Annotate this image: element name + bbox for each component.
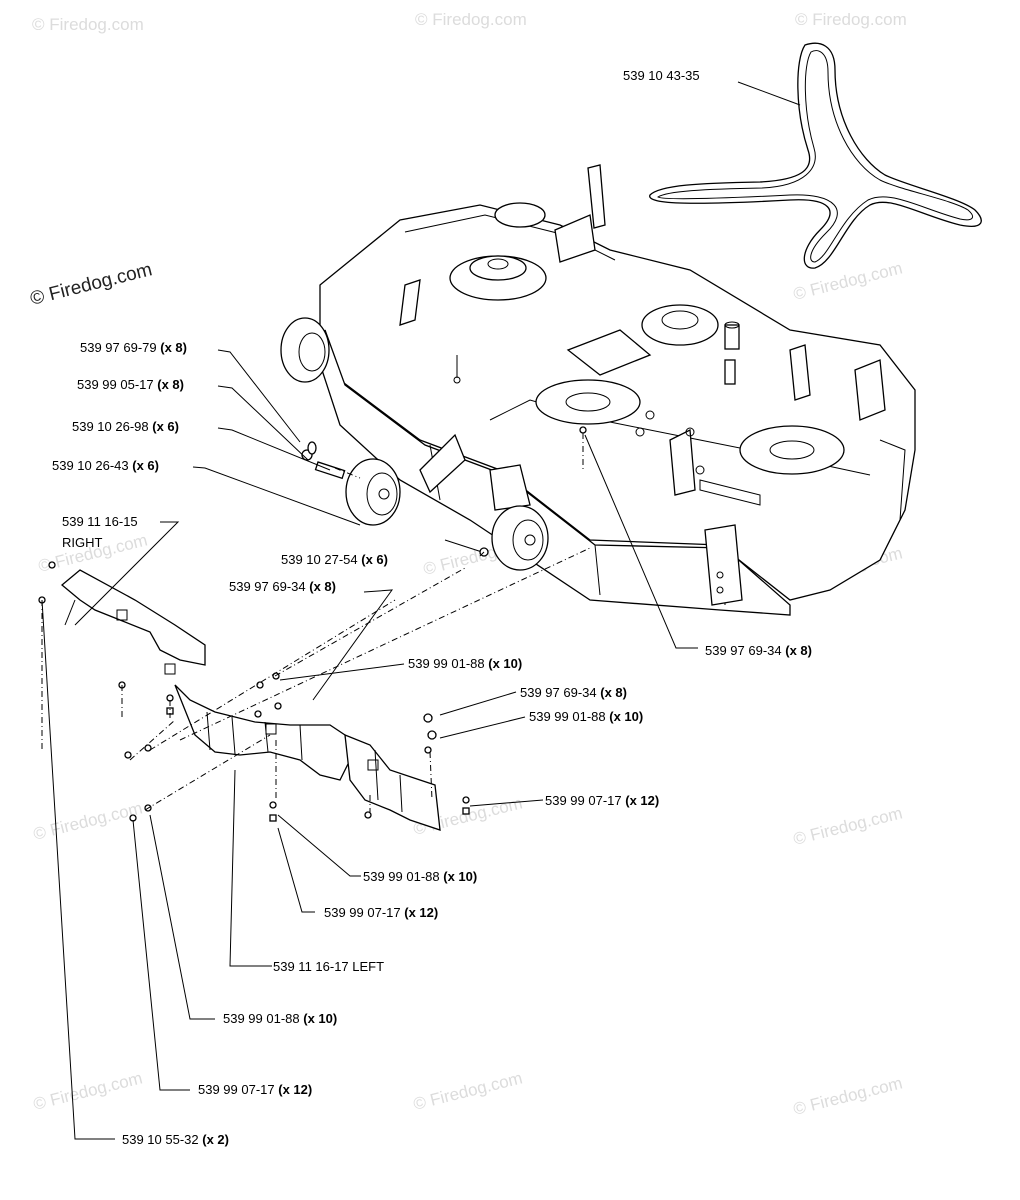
part-quantity: (x 6) [361, 552, 388, 567]
part-callout-nut-center-bottom: 539 99 01-88 (x 10) [363, 869, 477, 884]
part-number: 539 97 69-34 [705, 643, 782, 658]
part-number: 539 99 07-17 [545, 793, 622, 808]
part-number: 539 97 69-34 [520, 685, 597, 700]
part-quantity: (x 8) [160, 340, 187, 355]
mower-deck [319, 164, 916, 616]
part-number: 539 97 69-79 [80, 340, 157, 355]
part-callout-nut-center-top: 539 99 01-88 (x 10) [408, 656, 522, 671]
part-number: 539 10 26-98 [72, 419, 149, 434]
part-quantity: (x 6) [132, 458, 159, 473]
part-callout-locknut-left: 539 99 07-17 (x 12) [198, 1082, 312, 1097]
part-callout-belt: 539 10 43-35 [623, 68, 700, 83]
part-quantity: (x 10) [488, 656, 522, 671]
part-quantity: (x 10) [303, 1011, 337, 1026]
part-callout-shield-right: 539 11 16-15 [62, 514, 138, 529]
part-quantity: (x 8) [309, 579, 336, 594]
part-number: 539 97 69-34 [229, 579, 306, 594]
part-callout-locknut-right: 539 99 07-17 (x 12) [545, 793, 659, 808]
part-callout-washer-a: 539 99 05-17 (x 8) [77, 377, 184, 392]
part-callout-bolt-left: 539 10 55-32 (x 2) [122, 1132, 229, 1147]
watermark: © Firedog.com [791, 1073, 904, 1118]
part-callout-spacer: 539 10 26-98 (x 6) [72, 419, 179, 434]
part-number: 539 99 01-88 [408, 656, 485, 671]
part-number: 539 99 05-17 [77, 377, 154, 392]
part-number: 539 11 16-17 LEFT [273, 959, 384, 974]
explode-lines [41, 433, 591, 812]
part-quantity: (x 6) [152, 419, 179, 434]
part-number: 539 99 01-88 [363, 869, 440, 884]
part-callout-shield-left: 539 11 16-17 LEFT [273, 959, 384, 974]
watermark: © Firedog.com [32, 15, 144, 34]
leader-lines [41, 81, 801, 1140]
watermark: © Firedog.com [411, 1068, 524, 1113]
part-number: 539 99 07-17 [324, 905, 401, 920]
part-number: 539 10 27-54 [281, 552, 358, 567]
part-quantity: (x 2) [202, 1132, 229, 1147]
part-number: 539 10 26-43 [52, 458, 129, 473]
watermark: © Firedog.com [31, 798, 144, 843]
deck-wheels [280, 202, 549, 571]
part-number: 539 99 01-88 [223, 1011, 300, 1026]
part-quantity: (x 8) [157, 377, 184, 392]
part-callout-shield-right-note: RIGHT [62, 535, 103, 550]
watermark: © Firedog.com [28, 259, 154, 310]
watermark: © Firedog.com [415, 10, 527, 29]
part-number: 539 10 43-35 [623, 68, 700, 83]
part-callout-bolt-a: 539 97 69-79 (x 8) [80, 340, 187, 355]
part-callout-nut-left: 539 99 01-88 (x 10) [223, 1011, 337, 1026]
drive-belt [649, 42, 982, 269]
part-callout-wheel: 539 10 26-43 (x 6) [52, 458, 159, 473]
callout-labels: 539 10 43-35 539 97 69-79 (x 8) 539 99 0… [52, 68, 812, 1147]
baffle-shields [60, 569, 441, 831]
part-quantity: (x 10) [443, 869, 477, 884]
watermark: © Firedog.com [31, 1068, 144, 1113]
part-callout-nut-right-shield: 539 99 01-88 (x 10) [529, 709, 643, 724]
part-quantity: (x 12) [278, 1082, 312, 1097]
part-quantity: (x 10) [609, 709, 643, 724]
part-number: 539 10 55-32 [122, 1132, 199, 1147]
part-callout-screw-deck: 539 97 69-34 (x 8) [705, 643, 812, 658]
part-number: 539 11 16-15 [62, 514, 138, 529]
part-quantity: (x 12) [404, 905, 438, 920]
part-quantity: (x 8) [785, 643, 812, 658]
watermark: © Firedog.com [795, 10, 907, 29]
part-callout-screw-right-shield: 539 97 69-34 (x 8) [520, 685, 627, 700]
part-callout-axle-bolt: 539 10 27-54 (x 6) [281, 552, 388, 567]
part-number: 539 99 07-17 [198, 1082, 275, 1097]
part-quantity: (x 8) [600, 685, 627, 700]
part-callout-screw-upper-left: 539 97 69-34 (x 8) [229, 579, 336, 594]
part-number: 539 99 01-88 [529, 709, 606, 724]
part-quantity: (x 12) [625, 793, 659, 808]
watermark: © Firedog.com [791, 803, 904, 848]
part-callout-locknut-center: 539 99 07-17 (x 12) [324, 905, 438, 920]
